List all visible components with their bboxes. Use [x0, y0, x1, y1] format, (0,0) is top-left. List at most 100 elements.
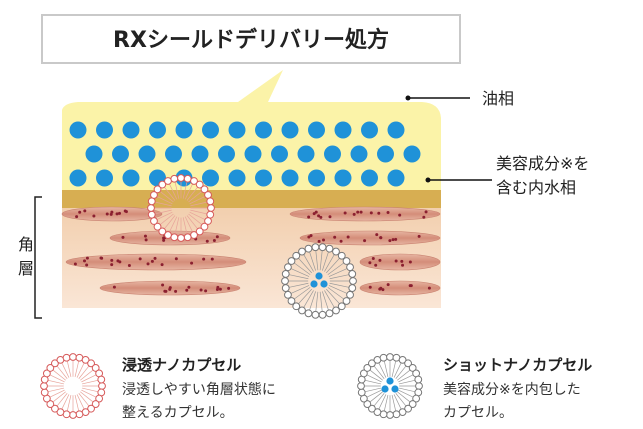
oil-phase	[62, 70, 441, 190]
water-droplet	[228, 169, 246, 187]
water-droplet	[361, 121, 378, 139]
water-droplet	[244, 145, 262, 163]
granule	[312, 212, 316, 216]
granule	[378, 258, 382, 262]
water-droplet	[387, 169, 405, 187]
granule	[109, 212, 113, 216]
stratum-label-1: 角	[18, 235, 34, 254]
granule	[164, 289, 168, 293]
granule	[150, 259, 154, 263]
oil-phase-label: 油相	[482, 89, 514, 108]
granule	[127, 263, 131, 267]
granule	[328, 215, 332, 219]
granule	[215, 288, 219, 292]
granule	[381, 288, 385, 292]
granule	[359, 210, 363, 214]
granule	[110, 258, 114, 262]
granule	[78, 210, 82, 214]
stratum-bracket: 角 層	[18, 196, 42, 319]
water-droplet	[403, 145, 421, 163]
corneocyte	[359, 280, 441, 296]
corneocyte	[65, 253, 247, 271]
granule	[116, 259, 120, 263]
granule	[379, 236, 383, 240]
granule	[368, 261, 372, 265]
granule	[378, 287, 382, 291]
water-droplet	[281, 169, 299, 187]
granule	[374, 263, 378, 267]
water-droplet	[255, 169, 272, 187]
granule	[215, 235, 219, 239]
water-droplet	[377, 145, 394, 163]
water-droplet	[228, 121, 246, 139]
granule	[424, 210, 428, 214]
granule	[352, 212, 356, 216]
page-title: RXシールドデリバリー処方	[113, 27, 389, 53]
granule	[212, 239, 216, 243]
granule	[400, 259, 404, 263]
water-droplet	[191, 145, 209, 163]
corneocyte	[359, 253, 441, 271]
water-droplet	[334, 169, 352, 187]
water-droplet	[85, 145, 103, 163]
granule	[110, 210, 114, 214]
granule	[205, 239, 209, 243]
granule	[322, 238, 326, 242]
granule	[174, 289, 178, 293]
granule	[92, 214, 96, 218]
granule	[356, 210, 360, 214]
granule	[422, 215, 426, 219]
granule	[314, 210, 318, 214]
shot-nanocapsule-icon	[357, 353, 423, 419]
stratum-corneum	[61, 174, 441, 319]
stratum-label-2: 層	[18, 259, 34, 278]
corneocyte	[299, 230, 441, 246]
granule	[319, 215, 323, 219]
legend-penetration: 浸透ナノカプセル 浸透しやすい角層状態に 整えるカプセル。	[40, 353, 276, 421]
water-droplet	[387, 121, 405, 139]
granule	[394, 259, 398, 263]
granule	[73, 262, 77, 266]
granule	[190, 261, 194, 265]
granule	[386, 210, 390, 214]
granule	[307, 215, 311, 219]
granule	[185, 288, 189, 292]
granule	[391, 238, 395, 242]
legend-shot-desc-1: 美容成分※を内包した	[443, 381, 581, 398]
granule	[83, 209, 87, 213]
granule	[146, 262, 150, 266]
water-droplet	[112, 145, 129, 163]
water-droplet	[218, 145, 235, 163]
granule	[369, 211, 373, 215]
granule	[317, 214, 321, 218]
granule	[83, 259, 87, 263]
granule	[409, 284, 413, 288]
granule	[161, 283, 165, 287]
granule	[138, 257, 142, 261]
water-droplet	[69, 121, 87, 139]
legend-penetration-desc-1: 浸透しやすい角層状態に	[122, 382, 276, 398]
penetration-nanocapsule-icon	[40, 353, 106, 419]
granule	[121, 235, 125, 239]
water-droplet	[308, 169, 325, 187]
granule	[168, 286, 172, 290]
water-droplet	[255, 121, 272, 139]
granule	[75, 215, 79, 219]
legend-penetration-title: 浸透ナノカプセル	[122, 356, 241, 374]
water-droplet	[350, 145, 368, 163]
water-droplet	[271, 145, 288, 163]
water-phase-label-1: 美容成分※を	[496, 154, 589, 173]
granule	[388, 239, 392, 243]
water-droplet	[297, 145, 315, 163]
legend-shot-title: ショットナノカプセル	[443, 356, 592, 374]
granule	[110, 263, 114, 267]
granule	[408, 260, 412, 264]
granule	[309, 234, 313, 238]
granule	[375, 233, 379, 237]
water-droplet	[138, 145, 156, 163]
granule	[202, 257, 206, 261]
granule	[339, 239, 343, 243]
water-droplet	[149, 121, 166, 139]
water-droplet	[96, 169, 113, 187]
